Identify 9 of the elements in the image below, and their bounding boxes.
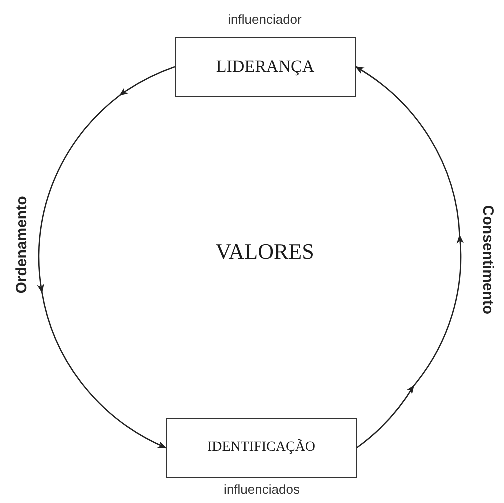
arrow xyxy=(356,66,464,448)
concept-box: LIDERANÇA xyxy=(175,37,356,97)
center-label: VALORES xyxy=(216,239,314,265)
edge-label: Consentimento xyxy=(480,205,496,315)
role-label: influenciador xyxy=(228,12,302,27)
role-label: influenciados xyxy=(224,482,300,497)
concept-box: IDENTIFICAÇÃO xyxy=(166,418,357,478)
edge-label: Ordenamento xyxy=(14,196,30,294)
arrow xyxy=(37,66,176,449)
